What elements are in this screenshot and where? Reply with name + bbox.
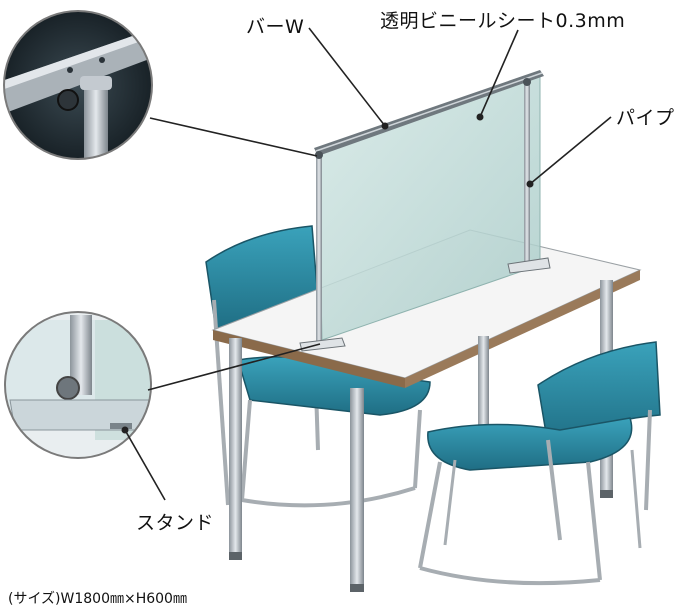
label-vinyl-sheet: 透明ビニールシート0.3mm (380, 10, 626, 32)
point-stand (121, 426, 129, 434)
point-pipe (526, 180, 534, 188)
leader-zoom1 (149, 117, 318, 157)
front-chair (418, 341, 661, 586)
zoom-detail-bar-joint (3, 10, 153, 160)
label-stand: スタンド (136, 512, 215, 534)
leader-stand (124, 429, 166, 501)
point-sheet (476, 113, 484, 121)
label-pipe: パイプ (616, 107, 675, 129)
leader-zoom2 (147, 343, 321, 391)
point-bar-w (381, 122, 389, 130)
size-note: (サイズ)W1800㎜×H600㎜ (8, 591, 187, 607)
back-chair (205, 225, 431, 508)
partition (299, 70, 551, 352)
leader-sheet (479, 29, 519, 118)
leader-bar-w (308, 27, 386, 127)
leader-lines (124, 27, 612, 501)
label-bar-w: バーW (246, 16, 305, 38)
leader-pipe (529, 116, 612, 185)
zoom-detail-stand (4, 311, 152, 459)
